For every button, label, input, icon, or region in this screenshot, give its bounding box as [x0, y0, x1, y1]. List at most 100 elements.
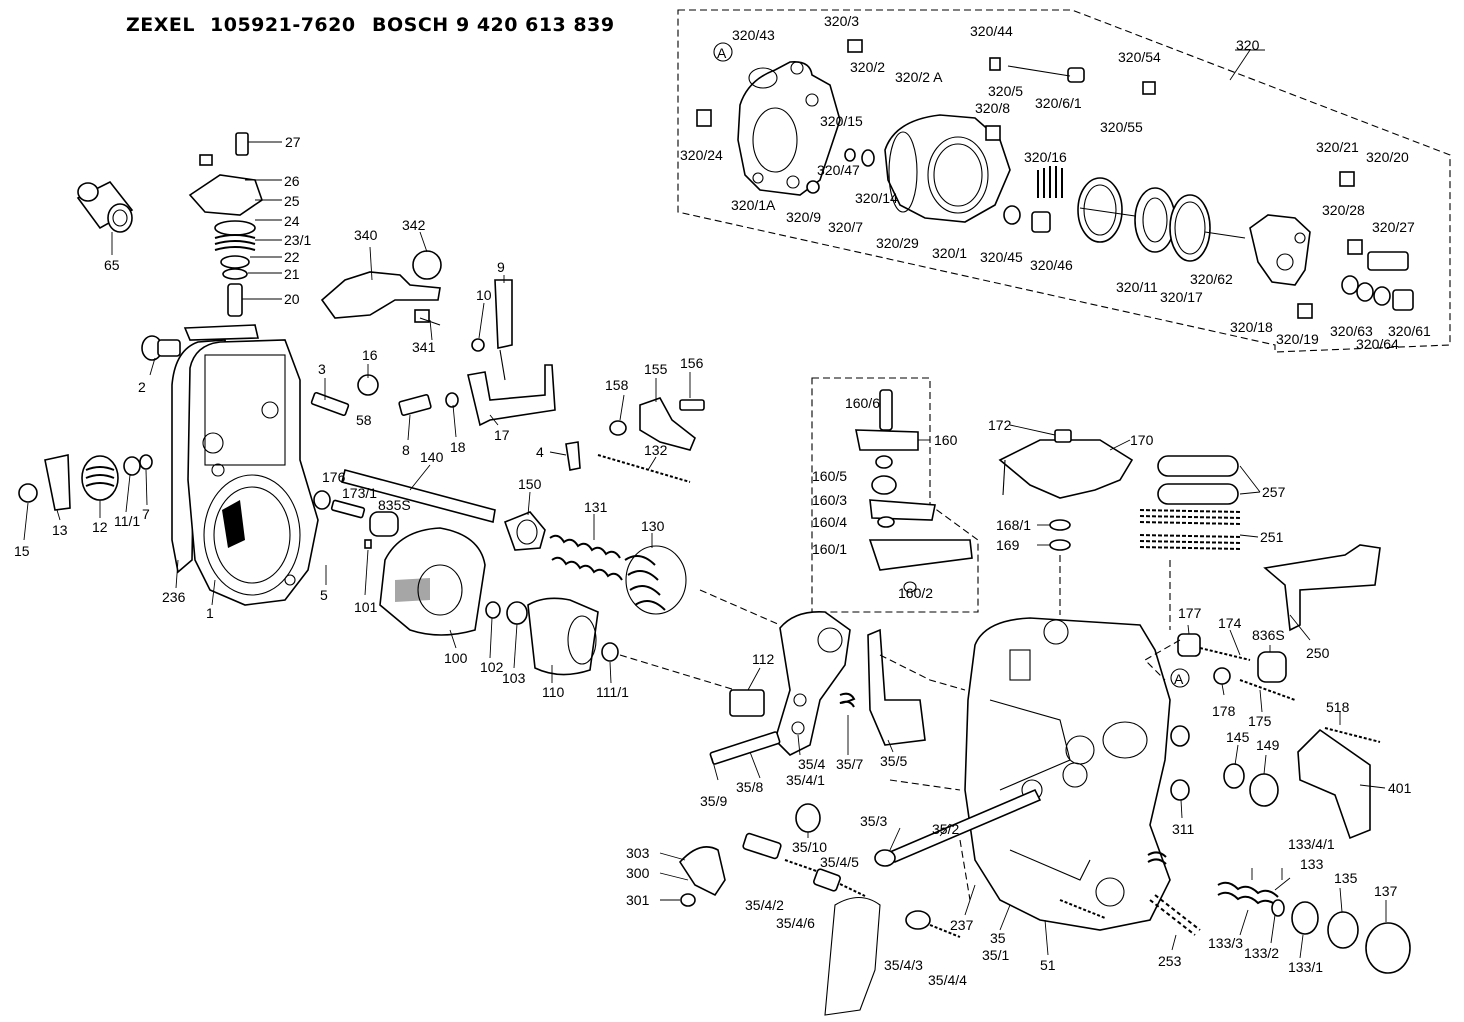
label-160-1: 160/1 [812, 541, 847, 557]
label-100: 100 [444, 650, 468, 666]
label-836s: 836S [1252, 627, 1285, 643]
label-168-1: 168/1 [996, 517, 1031, 533]
lever-group-160 [811, 377, 979, 613]
brand-bosch: BOSCH [372, 14, 449, 36]
label-300: 300 [626, 865, 650, 881]
governor-springs-130-131 [549, 534, 687, 615]
label-320-55: 320/55 [1100, 119, 1143, 135]
label-311: 311 [1172, 821, 1195, 837]
label-35-9: 35/9 [700, 793, 727, 809]
pin-35-2 [874, 788, 1042, 867]
label-160: 160 [934, 432, 958, 448]
bosch-part-number: 9 420 613 839 [456, 14, 615, 36]
label-133: 133 [1300, 856, 1324, 872]
gasket-236 [171, 339, 229, 574]
label-111-1: 111/1 [596, 684, 629, 700]
label-320-62: 320/62 [1190, 271, 1233, 287]
label-13: 13 [52, 522, 68, 538]
label-7: 7 [142, 506, 150, 522]
label-301: 301 [626, 892, 650, 908]
label-174: 174 [1218, 615, 1242, 631]
tension-lever-35-4 [709, 611, 926, 765]
label-133-3: 133/3 [1208, 935, 1243, 951]
label-9: 9 [497, 259, 505, 275]
main-pump-cover [171, 339, 319, 606]
label-17: 17 [494, 427, 510, 443]
sleeve-65 [76, 180, 134, 233]
label-101: 101 [354, 599, 378, 615]
label-1: 1 [206, 605, 214, 621]
inset-320-assembly: A 320 320/3 320/43 320/44 320/54 320/2 3… [677, 9, 1451, 353]
label-173-1: 173/1 [342, 485, 377, 501]
label-158: 158 [605, 377, 629, 393]
bracket-401 [1297, 727, 1381, 840]
label-23-1: 23/1 [284, 232, 311, 248]
label-160-6: 160/6 [845, 395, 880, 411]
label-320-3: 320/3 [824, 13, 859, 29]
label-110: 110 [542, 684, 565, 700]
label-175: 175 [1248, 713, 1272, 729]
top-adjuster-stack [183, 132, 263, 341]
label-8: 8 [402, 442, 410, 458]
label-11-1: 11/1 [114, 513, 140, 529]
label-18: 18 [450, 439, 466, 455]
bracket-340 [320, 250, 442, 326]
label-5: 5 [320, 587, 328, 603]
zexel-part-number: 105921-7620 [210, 14, 356, 36]
label-170: 170 [1130, 432, 1154, 448]
label-65: 65 [104, 257, 120, 273]
cover-housing-1 [187, 339, 319, 606]
label-341: 341 [412, 339, 436, 355]
label-112: 112 [752, 651, 775, 667]
label-35-10: 35/10 [792, 839, 827, 855]
label-250: 250 [1306, 645, 1330, 661]
marker-a-main-label: A [1174, 671, 1184, 687]
label-58: 58 [356, 412, 372, 428]
pump-housing-35 [964, 617, 1171, 931]
assembly-dashed-lines [619, 555, 1181, 901]
lower-right-adjusters [1059, 881, 1411, 974]
label-401: 401 [1388, 780, 1412, 796]
label-133-1: 133/1 [1288, 959, 1323, 975]
rods-257-springs-251 [1139, 455, 1241, 550]
label-320-45: 320/45 [980, 249, 1023, 265]
label-4: 4 [536, 444, 544, 460]
label-177: 177 [1178, 605, 1202, 621]
label-172: 172 [988, 417, 1012, 433]
label-16: 16 [362, 347, 378, 363]
label-320-20: 320/20 [1366, 149, 1409, 165]
label-320-64: 320/64 [1356, 336, 1399, 352]
side-parts-7-15 [18, 454, 153, 511]
label-320-19: 320/19 [1276, 331, 1319, 347]
label-35: 35 [990, 930, 1006, 946]
label-320-28: 320/28 [1322, 202, 1365, 218]
label-27: 27 [285, 134, 301, 150]
label-320-1a: 320/1A [731, 197, 776, 213]
label-133-4-1: 133/4/1 [1288, 836, 1335, 852]
label-25: 25 [284, 193, 300, 209]
label-102: 102 [480, 659, 504, 675]
label-26: 26 [284, 173, 300, 189]
label-320-2: 320/2 [850, 59, 885, 75]
lever-assembly-9-17 [467, 279, 556, 427]
label-320-1: 320/1 [932, 245, 967, 261]
label-155: 155 [644, 361, 668, 377]
label-21: 21 [284, 266, 300, 282]
label-15: 15 [14, 543, 30, 559]
adjuster-block [1249, 214, 1311, 286]
label-320-46: 320/46 [1030, 257, 1073, 273]
label-35-4-1: 35/4/1 [786, 772, 825, 788]
label-320-17: 320/17 [1160, 289, 1203, 305]
bolt-320-3 [847, 39, 863, 53]
bracket-250 [1263, 544, 1381, 632]
plate-155-and-spring-132 [565, 397, 705, 483]
housing-35-body [964, 617, 1171, 931]
label-340: 340 [354, 227, 378, 243]
lever-170 [998, 429, 1134, 551]
label-320-27: 320/27 [1372, 219, 1415, 235]
o-ring-320-11 [1077, 177, 1123, 243]
label-320-8: 320/8 [975, 100, 1010, 116]
label-35-4-3: 35/4/3 [884, 957, 923, 973]
label-35-4-6: 35/4/6 [776, 915, 815, 931]
label-35-3: 35/3 [860, 813, 887, 829]
